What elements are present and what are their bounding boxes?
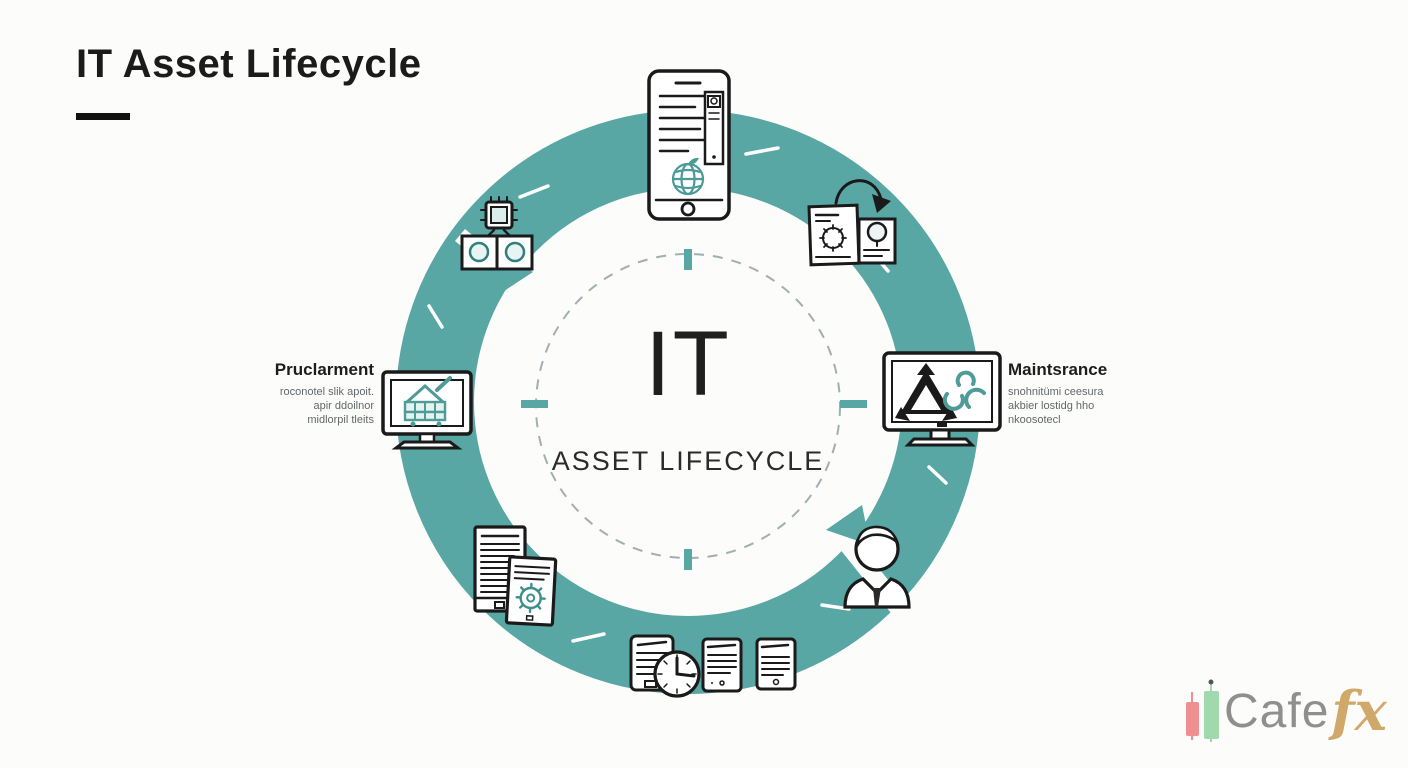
asset-documents-gear-icon bbox=[473, 525, 558, 627]
recycle-icon bbox=[895, 363, 957, 421]
procurement-desc-line: roconotel slik apoit. bbox=[279, 386, 374, 398]
dashed-circle-ticks bbox=[521, 249, 867, 570]
registered-device-phone-icon bbox=[647, 69, 731, 221]
globe-icon bbox=[671, 157, 705, 196]
teal-refresh-icon bbox=[942, 370, 986, 411]
document-transfer-arrow-icon bbox=[807, 179, 897, 267]
cafefx-logo: Cafe fx bbox=[1180, 678, 1387, 748]
cart-icon bbox=[403, 376, 452, 427]
title-block: IT Asset Lifecycle bbox=[76, 42, 421, 120]
center-subtitle: ASSET LIFECYCLE bbox=[551, 446, 825, 476]
center-title: IT bbox=[645, 313, 731, 415]
chip-hardware-boxes-icon bbox=[460, 196, 534, 271]
procurement-desc-line: midlorpil tleits bbox=[307, 414, 374, 426]
ring-center-text: IT ASSET LIFECYCLE bbox=[538, 318, 838, 477]
procurement-label: Pruclarment roconotel slik apoit. apir d… bbox=[184, 360, 374, 427]
candlestick-icon bbox=[1186, 679, 1219, 742]
user-icon bbox=[843, 525, 911, 609]
logo-fx-suffix: fx bbox=[1331, 679, 1387, 743]
maintenance-desc-line: nkoosotecl bbox=[1008, 414, 1061, 426]
gear-icon bbox=[515, 582, 546, 614]
procurement-cart-monitor-icon bbox=[381, 370, 473, 450]
maintenance-desc-line: akbier lostidg hho bbox=[1008, 400, 1095, 412]
page-title: IT Asset Lifecycle bbox=[76, 42, 422, 86]
mobile-devices-clock-icon bbox=[629, 634, 797, 698]
recycle-maintenance-monitor-icon bbox=[882, 351, 1002, 447]
maintenance-desc-line: snohnitümi ceesura bbox=[1008, 386, 1104, 398]
procurement-title: Pruclarment bbox=[274, 360, 374, 379]
title-underline bbox=[76, 113, 130, 120]
logo-wordmark: Cafe bbox=[1224, 685, 1330, 738]
clock-icon bbox=[653, 650, 701, 698]
maintenance-label: Maintsrance snohnitümi ceesura akbier lo… bbox=[1008, 360, 1198, 427]
maintenance-title: Maintsrance bbox=[1008, 360, 1108, 379]
procurement-desc-line: apir ddoilnor bbox=[313, 400, 374, 412]
